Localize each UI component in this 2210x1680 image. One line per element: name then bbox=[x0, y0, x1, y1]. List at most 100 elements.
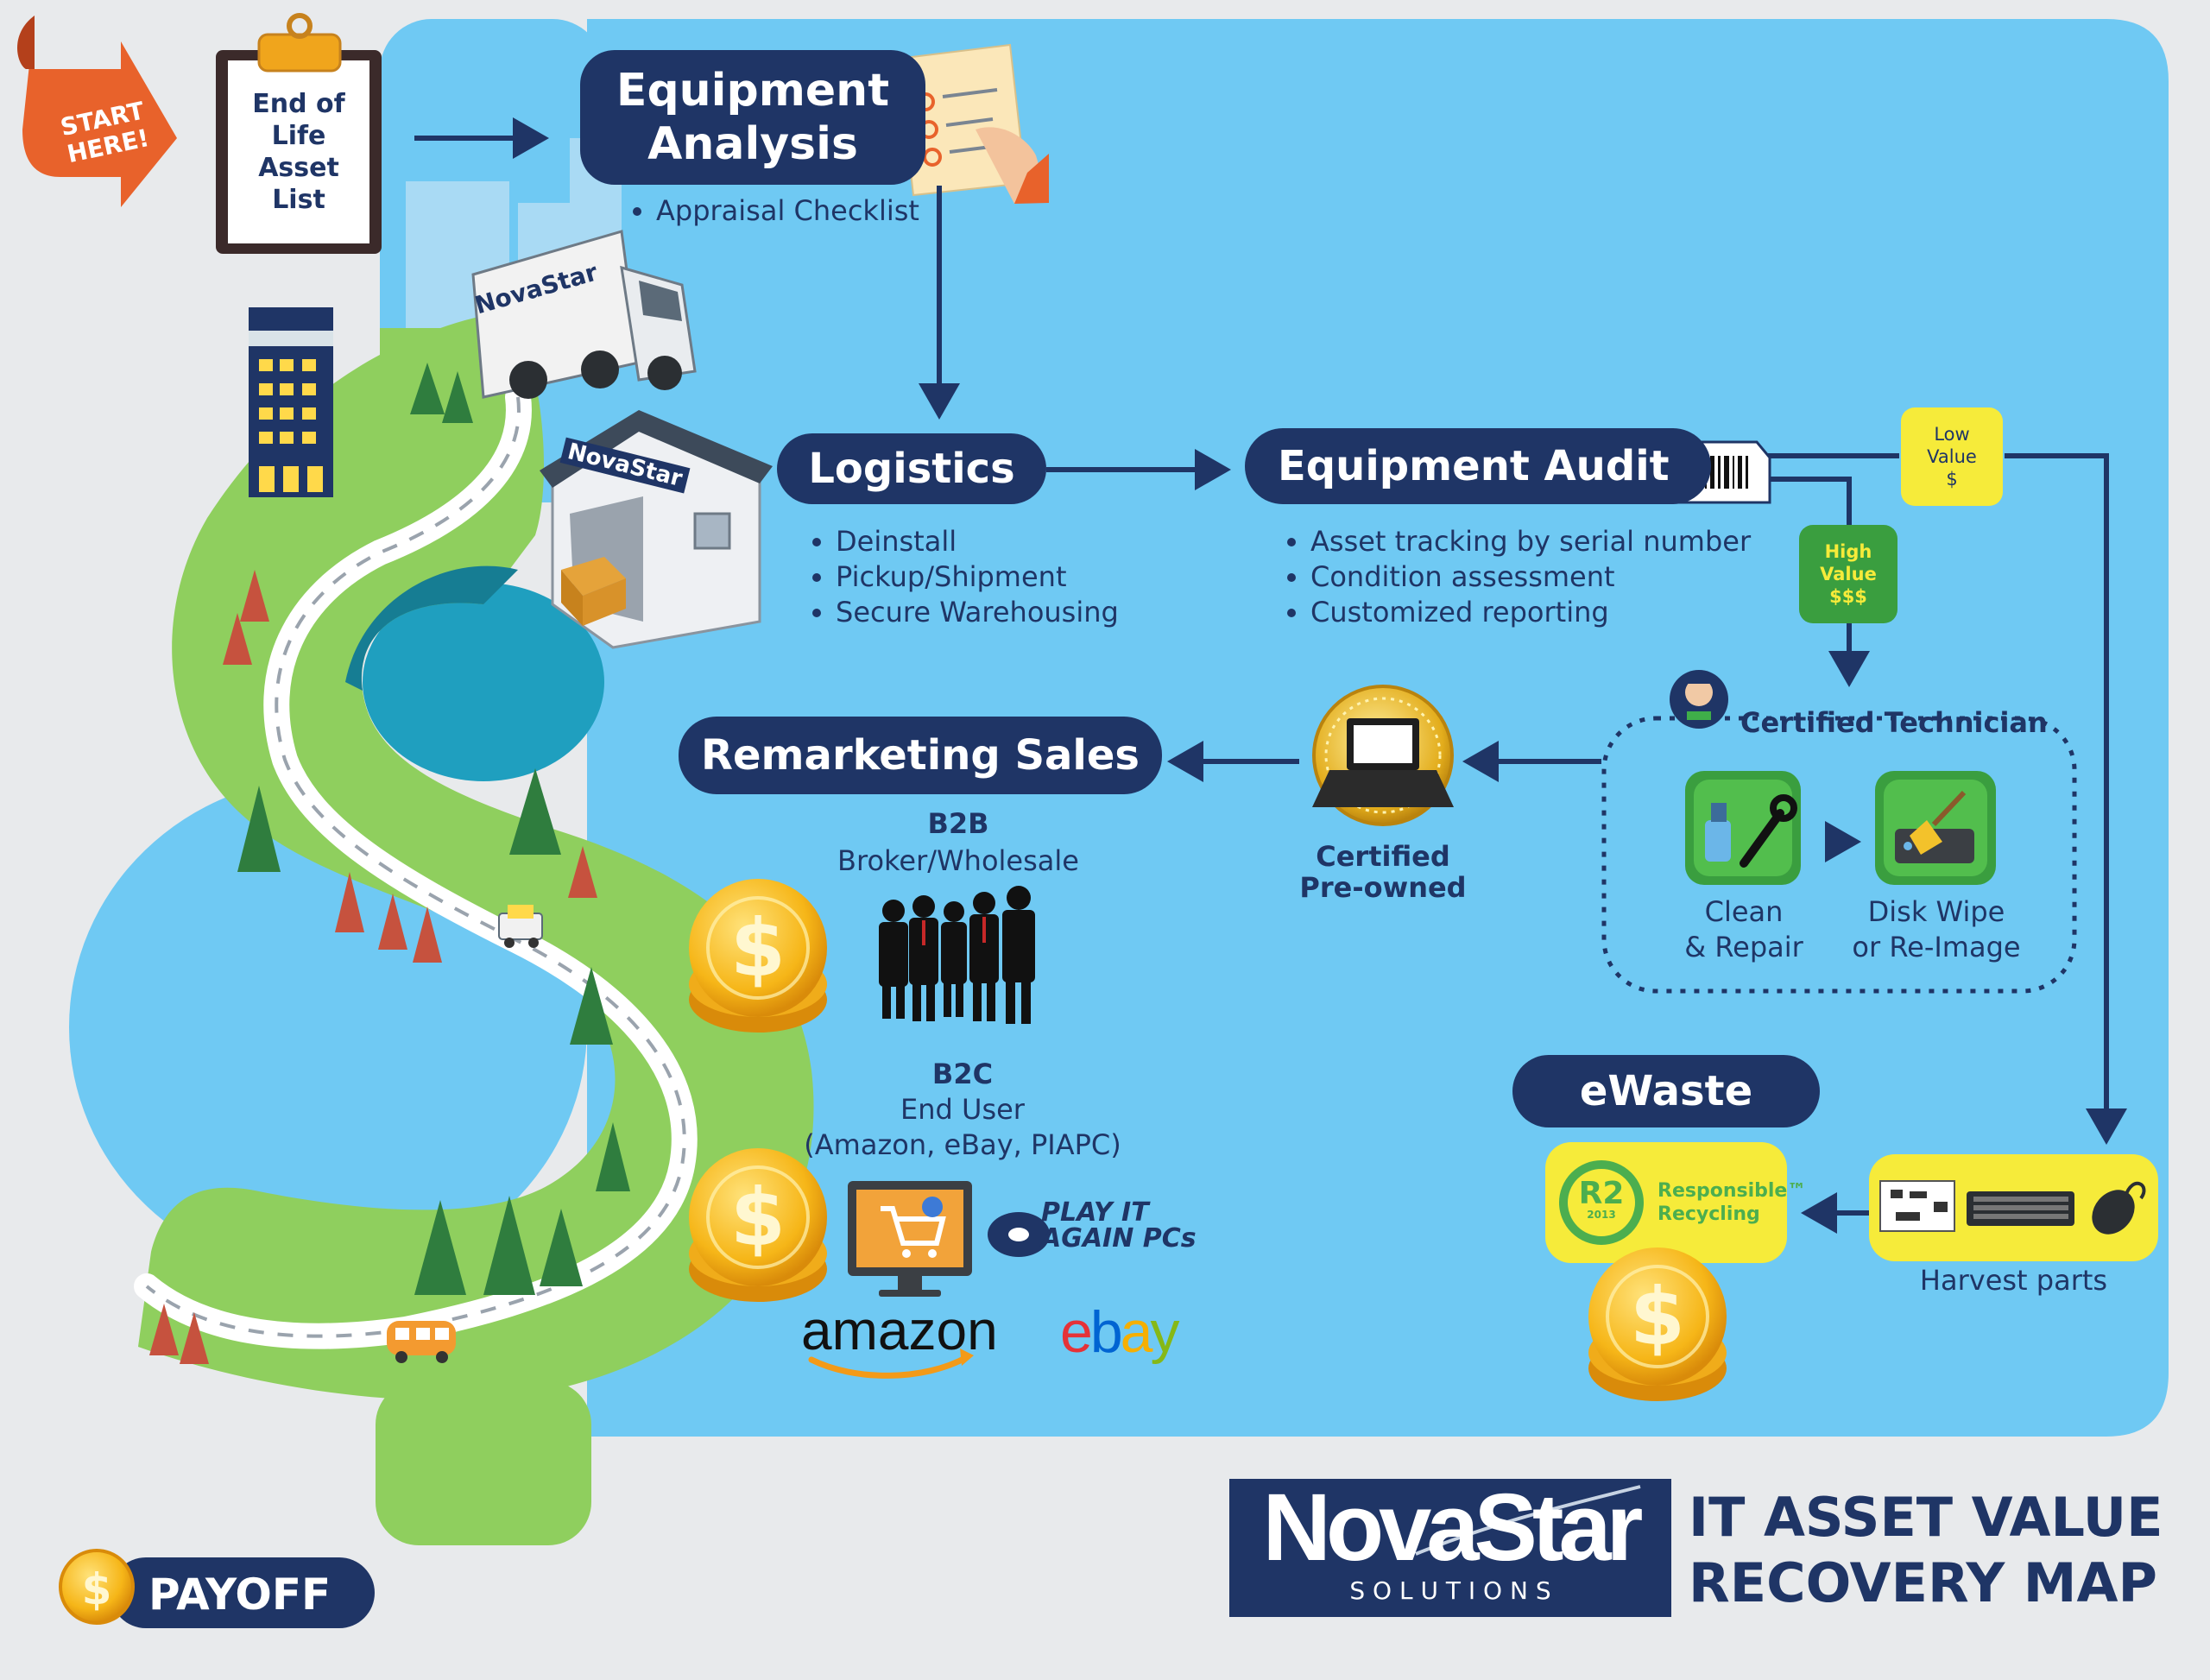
logistics-bullets: Deinstall Pickup/Shipment Secure Warehou… bbox=[810, 524, 1119, 630]
equipment-analysis-bullets: Appraisal Checklist bbox=[630, 193, 919, 229]
recycling-line: Recycling bbox=[1658, 1203, 1760, 1225]
building bbox=[249, 307, 333, 497]
r2-badge-bg bbox=[1545, 1142, 1787, 1263]
logo-box bbox=[1229, 1479, 1671, 1617]
disk-wipe-line: Disk Wipe bbox=[1867, 895, 2005, 928]
trees bbox=[237, 363, 630, 1295]
disk-wipe-label: Disk Wipe or Re-Image bbox=[1841, 894, 2032, 965]
high-value-line: High bbox=[1824, 541, 1872, 562]
certified-preowned-line: Pre-owned bbox=[1299, 871, 1467, 904]
high-value-line: Value bbox=[1820, 564, 1877, 584]
bullet: Customized reporting bbox=[1310, 595, 1751, 630]
certified-seal-icon bbox=[1312, 685, 1454, 826]
b2c-examples: (Amazon, eBay, PIAPC) bbox=[804, 1128, 1121, 1161]
technician-avatar bbox=[1670, 670, 1728, 729]
bullet: Secure Warehousing bbox=[836, 595, 1119, 630]
certified-technician-label: Certified Technician bbox=[1740, 706, 2048, 739]
b2c-desc: End User bbox=[900, 1093, 1025, 1126]
map-title-line2: RECOVERY MAP bbox=[1689, 1551, 2157, 1614]
r2-year: 2013 bbox=[1587, 1209, 1616, 1221]
asset-list-line: Life bbox=[271, 121, 326, 151]
logistics-title: Logistics bbox=[777, 433, 1046, 504]
bullet: Pickup/Shipment bbox=[836, 559, 1119, 595]
amazon-smile bbox=[808, 1354, 970, 1379]
coin-dollar-3: $ bbox=[1630, 1271, 1685, 1363]
coin-dollar-2: $ bbox=[730, 1172, 786, 1264]
responsible-line: Responsible™ bbox=[1658, 1180, 1807, 1202]
amazon-logo: amazon bbox=[801, 1299, 998, 1361]
bullet: Asset tracking by serial number bbox=[1310, 524, 1751, 559]
bus bbox=[387, 1321, 456, 1363]
asset-list-line: Asset bbox=[258, 153, 339, 183]
map-title-line1: IT ASSET VALUE bbox=[1689, 1486, 2163, 1549]
logo-name: NovaStar bbox=[1262, 1475, 1644, 1581]
flow-arrows bbox=[414, 117, 2127, 1234]
bullet: Deinstall bbox=[836, 524, 1119, 559]
businessmen-icon bbox=[879, 886, 1035, 1024]
equipment-audit-title: Equipment Audit bbox=[1245, 428, 1711, 504]
ebay-b: b bbox=[1089, 1299, 1123, 1365]
low-value-tag: Low Value $ bbox=[1901, 407, 2003, 506]
b2b-title: B2B bbox=[927, 807, 989, 840]
responsible-recycling: Responsible™ Recycling bbox=[1658, 1179, 1806, 1226]
ebay-y: y bbox=[1150, 1299, 1179, 1365]
r2-text: R2 bbox=[1578, 1176, 1625, 1211]
monitor-cart-icon bbox=[848, 1181, 972, 1297]
mouse-icon bbox=[2092, 1181, 2146, 1235]
keyboard-icon bbox=[1967, 1191, 2074, 1226]
equipment-analysis-title: Equipment Analysis bbox=[580, 50, 925, 185]
playit-logo: PLAY IT AGAIN PCs bbox=[1041, 1200, 1197, 1252]
harvest-parts-label: Harvest parts bbox=[1919, 1264, 2108, 1297]
clipboard bbox=[216, 13, 382, 254]
certified-preowned-label: Certified Pre-owned bbox=[1288, 841, 1478, 903]
ebay-logo: ebay bbox=[1060, 1298, 1179, 1366]
map-title: IT ASSET VALUE RECOVERY MAP bbox=[1689, 1485, 2163, 1616]
low-value-line: Value bbox=[1927, 446, 1977, 467]
start-arrow bbox=[19, 16, 178, 207]
high-value-line: $$$ bbox=[1829, 586, 1867, 607]
asset-list-line: List bbox=[272, 185, 325, 215]
playit-disc-icon bbox=[988, 1212, 1050, 1257]
truck bbox=[471, 230, 697, 399]
equipment-analysis-line2: Analysis bbox=[647, 118, 858, 170]
clean-repair-line: Clean bbox=[1704, 895, 1784, 928]
bullet: Appraisal Checklist bbox=[656, 193, 919, 229]
certified-preowned-line: Certified bbox=[1316, 840, 1450, 873]
b2b-desc: Broker/Wholesale bbox=[837, 844, 1079, 877]
bullet: Condition assessment bbox=[1310, 559, 1751, 595]
payoff-pill bbox=[110, 1557, 375, 1628]
low-value-line: Low bbox=[1934, 424, 1970, 445]
playit-line: PLAY IT bbox=[1041, 1197, 1149, 1228]
ebay-a: a bbox=[1120, 1299, 1153, 1365]
b2c-title: B2C bbox=[931, 1058, 994, 1090]
clean-repair-line: & Repair bbox=[1684, 931, 1803, 963]
asset-list: End of Life Asset List bbox=[228, 88, 369, 216]
clean-repair-icon bbox=[1685, 771, 1801, 885]
coin-stacks bbox=[689, 879, 1727, 1401]
equipment-audit-bullets: Asset tracking by serial number Conditio… bbox=[1285, 524, 1751, 630]
remarketing-sales-title: Remarketing Sales bbox=[679, 717, 1162, 794]
svg-text:$: $ bbox=[82, 1564, 112, 1614]
clean-repair-label: Clean & Repair bbox=[1658, 894, 1830, 965]
small-truck bbox=[498, 905, 543, 948]
lake-mid bbox=[363, 583, 604, 781]
technician-box bbox=[1601, 716, 2077, 994]
asset-list-line: End of bbox=[252, 89, 345, 119]
playit-line: AGAIN PCs bbox=[1041, 1223, 1197, 1254]
logo-sub: S O L U T I O N S bbox=[1349, 1576, 1551, 1605]
payoff-label: PAYOFF bbox=[148, 1569, 332, 1620]
red-trees bbox=[149, 570, 597, 1364]
ebay-e: e bbox=[1060, 1299, 1093, 1365]
disk-wipe-icon bbox=[1875, 771, 1996, 885]
equipment-analysis-line1: Equipment bbox=[616, 65, 890, 117]
ewaste-title: eWaste bbox=[1512, 1055, 1820, 1127]
dollar-land bbox=[138, 311, 814, 1545]
coin-dollar-1: $ bbox=[730, 902, 786, 995]
high-value-tag: High Value $$$ bbox=[1799, 525, 1897, 623]
r2-logo: R2 2013 bbox=[1567, 1176, 1636, 1222]
disk-wipe-line: or Re-Image bbox=[1852, 931, 2021, 963]
low-value-line: $ bbox=[1946, 469, 1958, 489]
motherboard-icon bbox=[1879, 1180, 1955, 1232]
